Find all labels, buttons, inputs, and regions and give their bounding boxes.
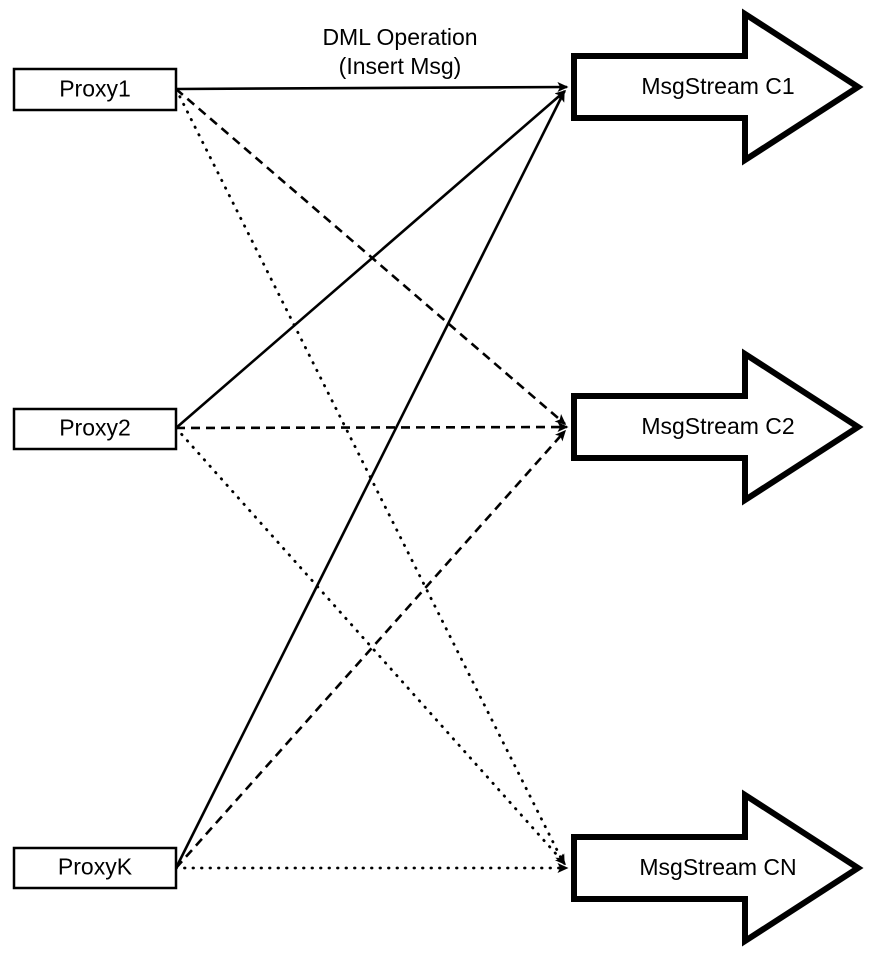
proxy-node-proxy1[interactable]: Proxy1 [12,67,178,112]
link-proxy1-to-stream-c1 [175,82,569,93]
edge-caption-line2: (Insert Msg) [339,53,462,79]
proxy2-label: Proxy2 [59,415,131,441]
link-group-proxy2 [174,90,569,866]
proxyK-label: ProxyK [58,854,133,880]
stream-node-c1[interactable]: MsgStream C1 [571,8,864,166]
link-proxy1-to-stream-c2 [175,88,567,425]
link-proxy2-to-stream-cn [174,426,567,866]
edge-caption-dml-operation: DML Operation (Insert Msg) [322,24,477,79]
link-proxy1-to-stream-cn [174,87,566,866]
stream-cn-label: MsgStream CN [639,854,796,880]
proxy2-box[interactable] [12,407,178,451]
link-proxy2-to-stream-c2 [175,422,569,433]
proxy-node-proxy2[interactable]: Proxy2 [12,407,178,451]
stream-c2-label: MsgStream C2 [641,413,794,439]
link-group-proxy1 [174,82,569,866]
link-group-proxyK [174,90,569,873]
proxyK-box[interactable] [12,846,178,890]
proxy1-label: Proxy1 [59,76,131,102]
proxy-node-proxyK[interactable]: ProxyK [12,846,178,890]
stream-node-c2[interactable]: MsgStream C2 [571,348,864,506]
proxy1-box[interactable] [12,67,178,112]
link-proxy2-to-stream-c1 [175,90,567,429]
link-proxyK-to-stream-c2 [175,429,566,869]
link-proxyK-to-stream-c1 [174,90,566,869]
stream-c1-arrow-shape[interactable] [571,8,864,166]
stream-c2-arrow-shape[interactable] [571,348,864,506]
stream-c1-label: MsgStream C1 [641,73,794,99]
stream-node-cn[interactable]: MsgStream CN [571,789,864,947]
stream-cn-arrow-shape[interactable] [571,789,864,947]
edge-caption-line1: DML Operation [322,24,477,50]
